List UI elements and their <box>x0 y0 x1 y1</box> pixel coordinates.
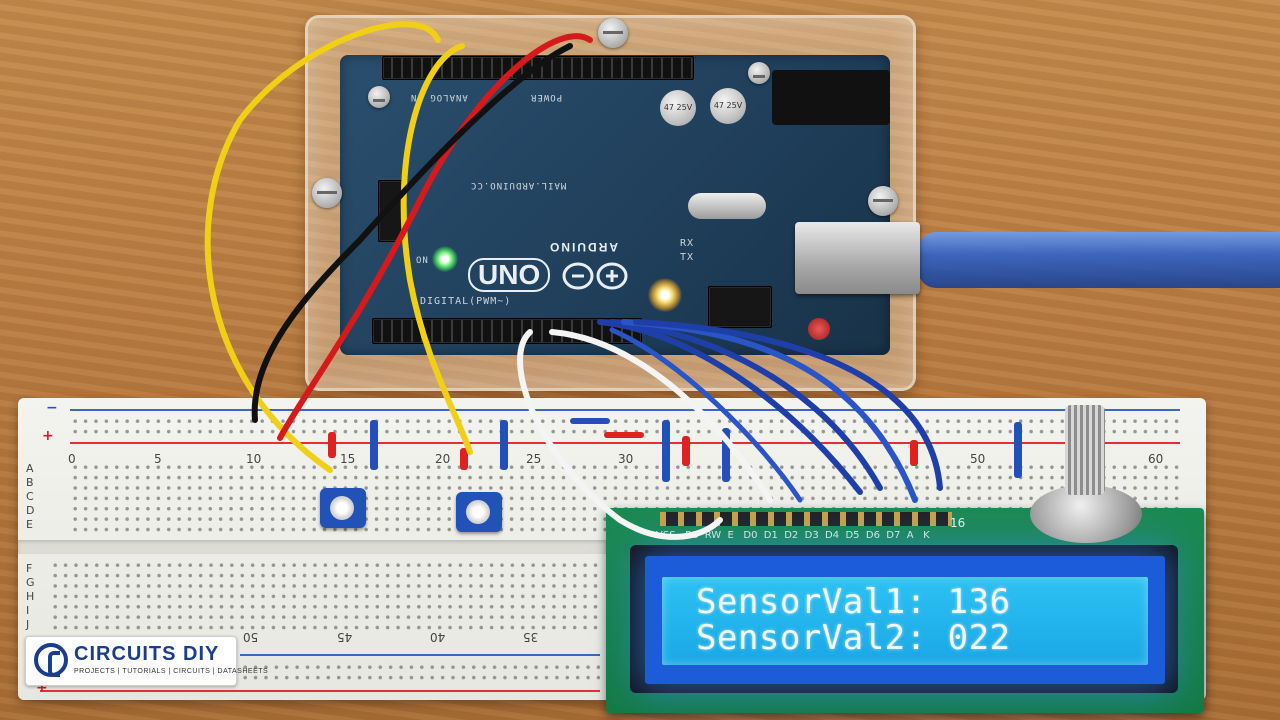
rail-holes-top <box>70 416 1180 438</box>
row-letters-top: A B C D E <box>26 462 34 532</box>
row-letter: H <box>26 590 35 603</box>
rail-minus-top <box>70 409 1180 411</box>
trimpot-2 <box>456 492 502 532</box>
wire-blue-1 <box>597 319 863 495</box>
logo-title: CIRCUITS DIY <box>74 643 220 665</box>
silk-on: ON <box>416 256 429 266</box>
jumper-blue-4 <box>722 428 730 482</box>
col-num: 15 <box>340 452 356 466</box>
row-letter: J <box>26 618 30 631</box>
jumper-blue-3 <box>662 420 670 482</box>
wire-white-2 <box>549 329 773 503</box>
screw-2 <box>312 178 342 208</box>
circuits-diy-logo: CIRCUITS DIY PROJECTS | TUTORIALS | CIRC… <box>25 636 268 686</box>
screw-4 <box>368 86 390 108</box>
row-letter: E <box>26 518 33 531</box>
wire-yellow-2 <box>400 43 473 455</box>
row-letter: B <box>26 476 34 489</box>
row-letters-bottom: F G H I J <box>26 562 35 632</box>
lcd-line-1: SensorVal1: 136 <box>696 582 1011 622</box>
jumper-blue-h <box>570 418 610 424</box>
usb-cable <box>918 232 1280 288</box>
lcd-line-2: SensorVal2: 022 <box>696 618 1011 658</box>
row-letter: A <box>26 462 34 475</box>
jumper-red-3 <box>682 436 690 466</box>
col-num: 60 <box>1148 452 1164 466</box>
row-letter: F <box>26 562 33 575</box>
screw-3 <box>868 186 898 216</box>
potentiometer-knob <box>1065 405 1105 495</box>
jumper-red-4 <box>910 440 918 466</box>
wire-black <box>251 43 573 423</box>
circuits-diy-logo-icon <box>34 643 68 677</box>
breadboard-channel <box>18 540 606 554</box>
row-letter: I <box>26 604 30 617</box>
row-letter: C <box>26 490 34 503</box>
rail-minus-bottom <box>240 654 600 656</box>
arduino-infinity-logo-icon <box>562 262 628 290</box>
wire-white-1 <box>517 329 723 540</box>
minus-label-top: − <box>46 400 58 416</box>
lcd-display: SensorVal1: 136 SensorVal2: 022 <box>662 577 1148 665</box>
rail-holes-bottom <box>240 662 600 684</box>
uno-label: UNO <box>468 258 551 292</box>
silk-rx: RX <box>680 238 695 249</box>
l-led <box>648 278 682 312</box>
uno-logo: UNO <box>468 258 638 294</box>
jumper-blue-2 <box>500 420 508 470</box>
reset-button <box>808 318 830 340</box>
col-num: 25 <box>526 452 542 466</box>
terminal-holes-bottom <box>50 560 600 630</box>
col-num: 5 <box>154 452 162 466</box>
jumper-red-1 <box>328 432 336 458</box>
jumper-red-h <box>604 432 644 438</box>
row-letter: D <box>26 504 35 517</box>
icsp2-header <box>708 286 772 328</box>
capacitor-2: 47 25V <box>710 88 746 124</box>
lcd-header-pins <box>660 512 952 526</box>
crystal <box>688 193 766 219</box>
power-led <box>432 246 458 272</box>
col-num: 0 <box>68 452 76 466</box>
plus-label-top: + <box>42 428 54 444</box>
screw-1 <box>598 18 628 48</box>
jumper-blue-1 <box>370 420 378 470</box>
wire-blue-5 <box>609 327 803 503</box>
col-num: 30 <box>618 452 634 466</box>
col-num: 50 <box>970 452 986 466</box>
plus-label-bottom: + <box>36 680 48 696</box>
row-letter: G <box>26 576 35 589</box>
capacitor-1: 47 25V <box>660 90 696 126</box>
col-num: 10 <box>246 452 262 466</box>
jumper-blue-5 <box>1014 422 1022 478</box>
dc-power-jack <box>772 70 890 125</box>
logo-subtitle: PROJECTS | TUTORIALS | CIRCUITS | DATASH… <box>74 668 269 675</box>
rail-plus-bottom <box>40 690 600 692</box>
wire-blue-2 <box>609 319 883 491</box>
usb-b-jack <box>795 222 920 294</box>
rail-plus-top <box>70 442 1180 444</box>
silk-digital: DIGITAL(PWM~) <box>420 296 512 307</box>
wire-yellow-1 <box>204 21 441 473</box>
silk-tx: TX <box>680 252 695 263</box>
wire-red <box>277 33 593 441</box>
wire-blue-4 <box>633 319 943 491</box>
col-num: 20 <box>435 452 451 466</box>
trimpot-1 <box>320 488 366 528</box>
jumper-red-2 <box>460 448 468 470</box>
lcd-pin-count: 16 <box>950 516 966 530</box>
screw-5 <box>748 62 770 84</box>
